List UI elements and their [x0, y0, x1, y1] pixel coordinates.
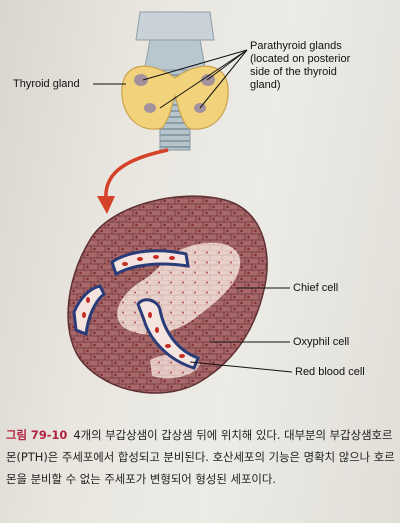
parathyroid-label-line-3: side of the thyroid [250, 66, 337, 78]
parathyroid-label-line-2: (located on posterior [250, 53, 351, 65]
caption-text: 4개의 부갑상샘이 갑상샘 뒤에 위치해 있다. 대부분의 부갑상샘호르몬(PT… [6, 428, 395, 486]
bottom-leader-lines [189, 287, 293, 373]
thyroid-gland-drawing [121, 11, 229, 151]
tissue-section [67, 195, 268, 394]
parathyroid-label-line-4: gland) [250, 79, 281, 91]
chief-cell-label: Chief cell [293, 282, 339, 294]
red-blood-cell-label: Red blood cell [295, 366, 365, 378]
thyroid-gland-label: Thyroid gland [13, 78, 80, 90]
parathyroid-label-line-1: Parathyroid glands [250, 40, 342, 52]
curved-arrow [97, 148, 169, 214]
parathyroid-illustration [67, 11, 293, 394]
oxyphil-cell-label: Oxyphil cell [293, 336, 350, 348]
top-leader-lines [93, 49, 248, 109]
figure-number: 그림 79-10 [6, 428, 68, 442]
